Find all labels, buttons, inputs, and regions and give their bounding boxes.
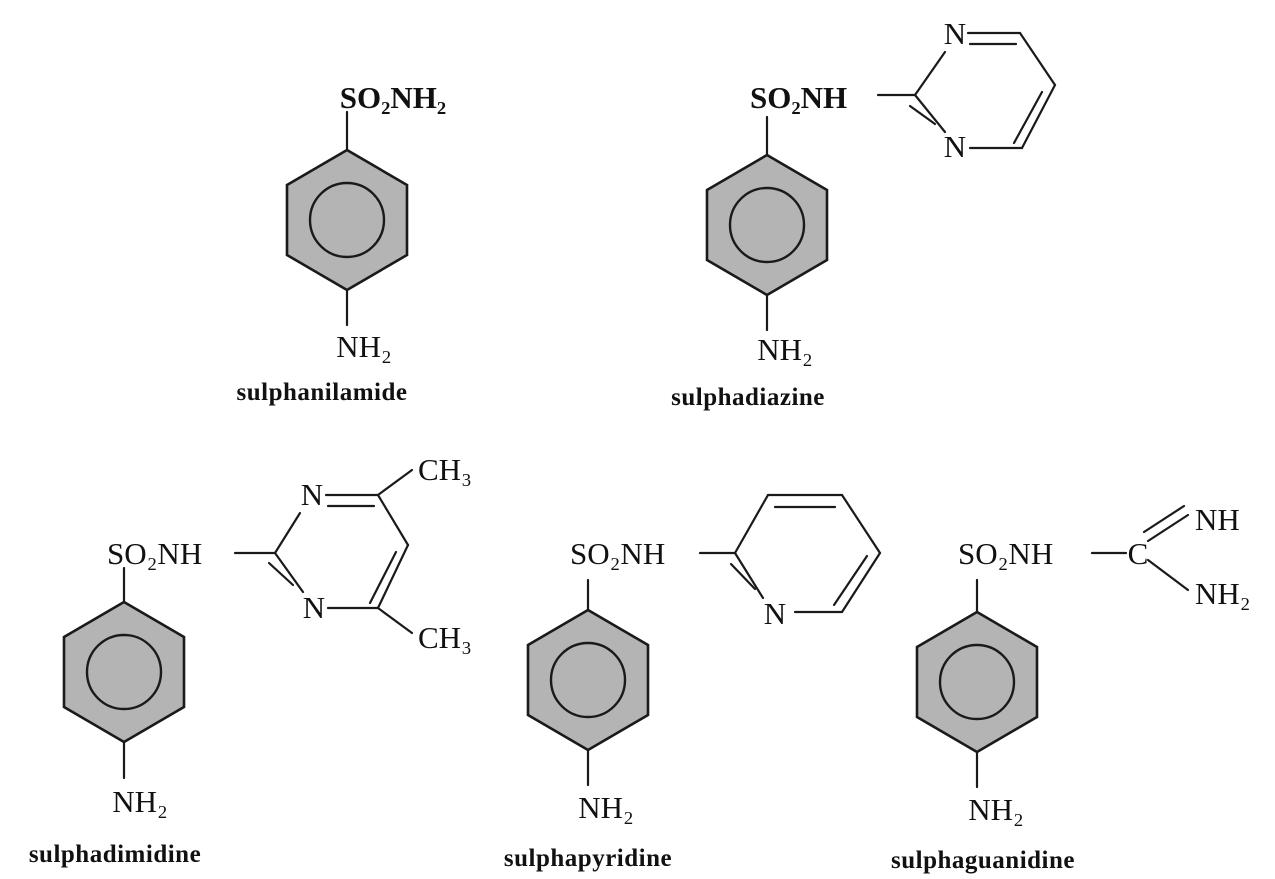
- sulfonamide-group-label: SO₂NH: [750, 80, 847, 115]
- bond-carbon-imine: [1146, 513, 1190, 543]
- molecule-sulphapyridine: N SO₂NH NH₂ sulphapyridine: [504, 493, 882, 872]
- bond-n3-c2: [913, 93, 947, 134]
- aromatic-circle: [308, 181, 386, 259]
- dimethylpyrimidine-ring: [233, 468, 414, 635]
- bond-c2-n1: [273, 511, 302, 555]
- bond-n1-c2: [733, 551, 765, 600]
- bond-n3-c2-double: [908, 104, 937, 126]
- molecule-sulphadiazine: N N SO₂NH NH₂ sulphadiazine: [671, 16, 1057, 411]
- amino-group-label: NH₂: [578, 790, 634, 825]
- bond-c5-c6: [840, 551, 882, 614]
- pyridine-ring: [698, 493, 882, 614]
- bond-n3-c2: [273, 551, 305, 594]
- bond-carbon-imine-double: [1142, 504, 1186, 534]
- amino-group-label: NH₂: [757, 332, 813, 367]
- molecule-sulphadimidine: N N CH₃ CH₃ SO₂NH NH₂ sulphadimidine: [29, 452, 472, 868]
- aromatic-circle: [938, 643, 1016, 721]
- ring-nitrogen-label: N: [944, 129, 966, 164]
- imine-group-label: NH: [1195, 502, 1240, 537]
- aromatic-circle: [549, 641, 627, 719]
- amino-group-label: NH₂: [336, 329, 392, 364]
- bond-c2-c3: [733, 493, 770, 555]
- ring-nitrogen-label: N: [301, 477, 323, 512]
- bond-n3-c2-double: [267, 561, 295, 587]
- molecule-name: sulphadimidine: [29, 841, 201, 868]
- guanidine-group: [1090, 504, 1190, 592]
- aromatic-circle: [85, 633, 163, 711]
- bond-c5-c4-double: [1012, 90, 1044, 145]
- bond-carbon-amine: [1146, 558, 1190, 592]
- bond-n1-c2-double: [729, 562, 757, 591]
- bond-c2-n1: [913, 50, 947, 97]
- ring-nitrogen-label: N: [944, 16, 966, 51]
- bond-c4-c5: [840, 493, 882, 555]
- bond-c5-c4: [376, 543, 410, 610]
- amine-group-label: NH₂: [1195, 576, 1251, 611]
- ring-nitrogen-label: N: [303, 590, 325, 625]
- bond-c5-c6-double: [832, 554, 869, 607]
- molecule-name: sulphapyridine: [504, 845, 672, 872]
- molecule-name: sulphanilamide: [237, 379, 408, 406]
- amino-group-label: NH₂: [112, 784, 168, 819]
- amino-group-label: NH₂: [968, 792, 1024, 827]
- bond-c5-c4: [1020, 83, 1057, 150]
- molecule-sulphaguanidine: C NH NH₂ SO₂NH NH₂ sulphaguanidine: [891, 502, 1251, 874]
- molecule-name: sulphadiazine: [671, 384, 825, 411]
- bond-c4-methyl: [376, 606, 414, 635]
- carbon-atom-label: C: [1128, 536, 1149, 571]
- sulfonamide-group-label: SO₂NH: [958, 536, 1053, 571]
- methyl-group-label: CH₃: [418, 620, 472, 655]
- ring-nitrogen-label: N: [764, 596, 786, 631]
- methyl-group-label: CH₃: [418, 452, 472, 487]
- pyrimidine-ring: [876, 31, 1057, 150]
- sulfonamide-group-label: SO₂NH: [107, 536, 202, 571]
- bond-c6-methyl: [376, 468, 414, 497]
- molecule-sulphanilamide: SO₂NH₂ NH₂ sulphanilamide: [237, 80, 447, 406]
- sulfonamide-group-label: SO₂NH₂: [340, 80, 446, 115]
- molecule-name: sulphaguanidine: [891, 847, 1075, 874]
- aromatic-circle: [728, 186, 806, 264]
- bond-c6-c5: [1018, 31, 1057, 87]
- sulfonamide-group-label: SO₂NH: [570, 536, 665, 571]
- bond-c5-c4-double: [368, 550, 398, 605]
- bond-c6-c5: [376, 493, 410, 547]
